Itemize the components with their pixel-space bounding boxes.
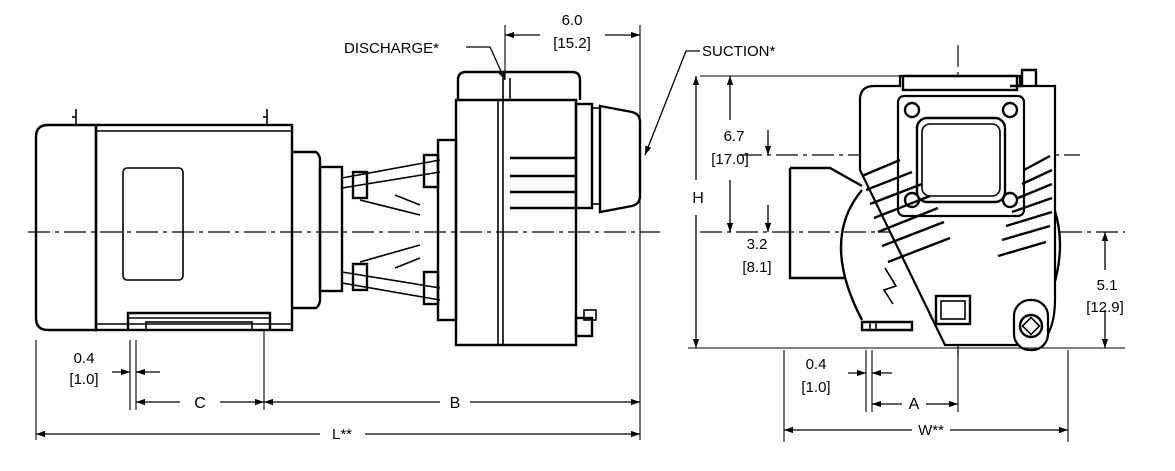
dim-l-label: L**	[332, 426, 352, 443]
discharge-label: DISCHARGE*	[344, 40, 439, 57]
dim-6-7-value: 6.7	[724, 128, 745, 145]
drain-plug	[1012, 298, 1050, 352]
suction-label: SUCTION*	[702, 43, 776, 60]
dim-3-2-metric: [8.1]	[742, 259, 771, 276]
suction-flange	[896, 94, 1026, 218]
coupling-frame	[341, 138, 458, 322]
discharge-leader	[466, 46, 506, 81]
front-view: SUCTION*	[644, 43, 1125, 442]
motor-nameplate	[122, 167, 184, 281]
dim-w-label: W**	[918, 422, 944, 439]
dim-6-0-value: 6.0	[562, 12, 583, 29]
side-view: DISCHARGE* 6.0 [15.2] 0.4 [1.0] C B L**	[28, 12, 660, 443]
dim-6-7-metric: [17.0]	[711, 151, 749, 168]
dim-3-2-value: 3.2	[747, 236, 768, 253]
dim-c-label: C	[194, 395, 206, 412]
dim-b-label: B	[450, 395, 461, 412]
motor	[34, 109, 344, 332]
dim-5-1-metric: [12.9]	[1086, 299, 1124, 316]
dim-h-label: H	[692, 190, 704, 207]
side-gap-value: 0.4	[74, 350, 95, 367]
right-fins	[997, 154, 1053, 258]
pump-casing	[454, 70, 642, 347]
left-fins	[861, 158, 951, 264]
front-gap-value: 0.4	[806, 356, 827, 373]
front-gap-metric: [1.0]	[801, 379, 830, 396]
side-gap-metric: [1.0]	[69, 371, 98, 388]
dim-5-1-value: 5.1	[1097, 277, 1118, 294]
dim-a-label: A	[909, 396, 920, 413]
dim-6-0-metric: [15.2]	[553, 35, 591, 52]
suction-leader	[644, 50, 700, 156]
